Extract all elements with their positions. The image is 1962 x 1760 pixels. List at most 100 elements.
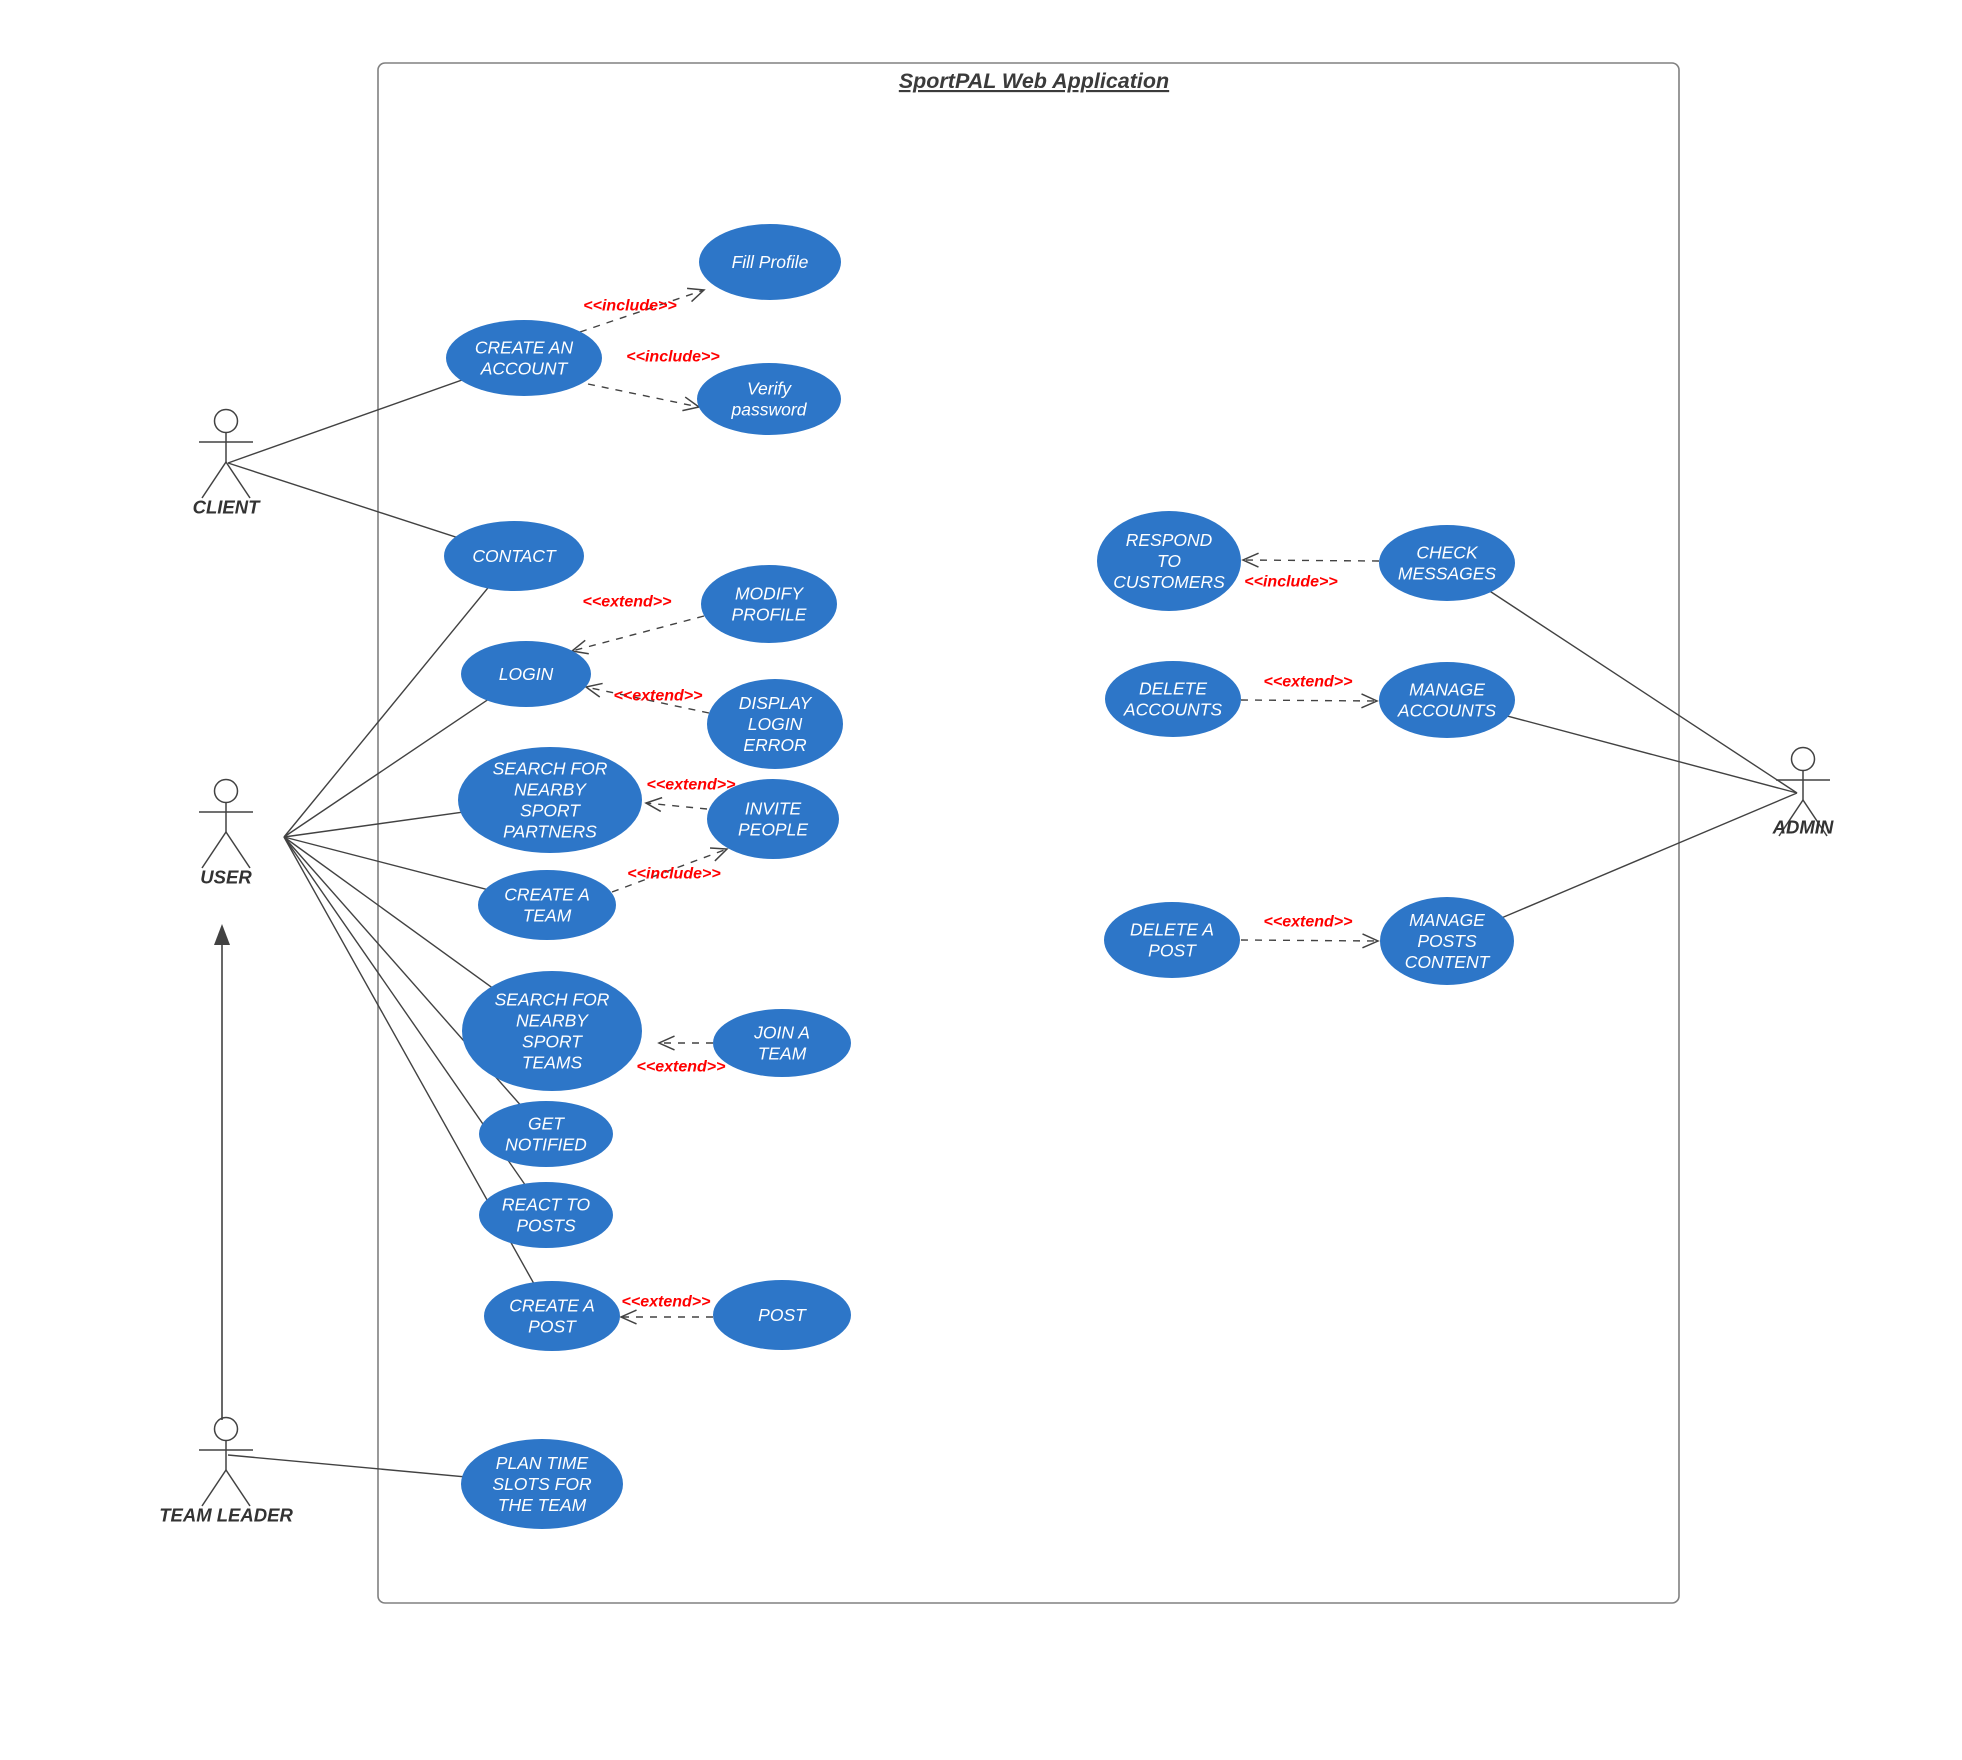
- usecase-ellipse[interactable]: [1097, 511, 1241, 611]
- actor-head-icon: [1790, 746, 1816, 772]
- usecase-ellipse[interactable]: [478, 870, 616, 940]
- generalization-arrow-team-leader-user[interactable]: [214, 924, 230, 1420]
- dependency-display-login-error-login[interactable]: <<extend>>: [584, 682, 710, 714]
- usecase-label: LOGIN: [499, 664, 554, 684]
- usecase-ellipse[interactable]: [479, 1101, 613, 1167]
- association-admin-manage-posts[interactable]: [1446, 792, 1798, 942]
- dependency-delete-post-manage-posts[interactable]: <<extend>>: [1240, 914, 1380, 949]
- usecase-ellipse[interactable]: [713, 1280, 851, 1350]
- association-user-login[interactable]: [283, 673, 527, 838]
- usecase-ellipse[interactable]: [1104, 902, 1240, 978]
- dependency-create-account-fill-profile[interactable]: <<include>>: [579, 287, 706, 333]
- dependency-invite-people-search-partners[interactable]: <<extend>>: [644, 777, 736, 813]
- usecase-login[interactable]: LOGIN: [461, 641, 591, 707]
- actor-label-team-leader: TEAM LEADER: [159, 1505, 293, 1526]
- usecase-ellipse[interactable]: [1105, 661, 1241, 737]
- actor-leg-icon: [225, 831, 251, 869]
- usecase-ellipse[interactable]: [462, 971, 642, 1091]
- usecase-ellipse[interactable]: [1379, 662, 1515, 738]
- dependency-dashed-line: [645, 802, 708, 810]
- usecase-ellipse[interactable]: [697, 363, 841, 435]
- usecase-ellipse[interactable]: [1380, 897, 1514, 985]
- usecase-ellipse[interactable]: [484, 1281, 620, 1351]
- usecase-ellipse[interactable]: [444, 521, 584, 591]
- usecase-ellipse[interactable]: [479, 1182, 613, 1248]
- usecase-ellipse[interactable]: [701, 565, 837, 643]
- actor-admin[interactable]: [1776, 746, 1830, 837]
- open-arrowhead-icon: [1241, 552, 1259, 568]
- stereotype-label: <<extend>>: [647, 777, 736, 794]
- usecase-post[interactable]: POST: [713, 1280, 851, 1350]
- usecase-ellipse[interactable]: [707, 779, 839, 859]
- usecase-fill-profile[interactable]: Fill Profile: [699, 224, 841, 300]
- actor-head-icon: [213, 408, 239, 434]
- dependency-delete-accounts-manage-accounts[interactable]: <<extend>>: [1240, 674, 1379, 709]
- dependency-check-messages-respond-customers[interactable]: <<include>>: [1241, 552, 1380, 591]
- usecase-ellipse[interactable]: [1379, 525, 1515, 601]
- usecase-ellipse[interactable]: [458, 747, 642, 853]
- dependency-dashed-line: [1240, 939, 1379, 942]
- actor-leg-icon: [225, 461, 251, 499]
- association-user-get-notified[interactable]: [283, 836, 547, 1135]
- stereotype-label: <<extend>>: [622, 1294, 711, 1311]
- generalization-arrowhead-icon: [214, 924, 230, 945]
- usecase-ellipse[interactable]: [461, 1439, 623, 1529]
- stereotype-label: <<extend>>: [583, 594, 672, 611]
- open-arrowhead-icon: [657, 1035, 675, 1051]
- stereotype-label: <<extend>>: [1264, 914, 1353, 931]
- actor-user[interactable]: [199, 778, 253, 869]
- usecase-ellipse[interactable]: [713, 1009, 851, 1077]
- usecase-contact[interactable]: CONTACT: [444, 521, 584, 591]
- dependency-dashed-line: [571, 615, 705, 652]
- actor-leg-icon: [1778, 799, 1804, 837]
- usecase-ellipse[interactable]: [461, 641, 591, 707]
- open-arrowhead-icon: [644, 796, 663, 813]
- open-arrowhead-icon: [584, 682, 603, 698]
- stereotype-label: <<extend>>: [1264, 674, 1353, 691]
- dependency-create-team-invite-people[interactable]: <<include>>: [611, 847, 729, 893]
- actor-team-leader[interactable]: [199, 1416, 253, 1507]
- usecase-ellipse[interactable]: [446, 320, 602, 396]
- dependency-post-create-post[interactable]: <<extend>>: [619, 1294, 713, 1325]
- actor-client[interactable]: [199, 408, 253, 499]
- association-user-contact[interactable]: [283, 555, 515, 838]
- usecase-ellipse[interactable]: [699, 224, 841, 300]
- usecase-ellipse[interactable]: [707, 679, 843, 769]
- association-admin-check-messages[interactable]: [1446, 562, 1798, 794]
- dependency-dashed-line: [585, 686, 710, 714]
- actor-leg-icon: [201, 831, 227, 869]
- actor-leg-icon: [1802, 799, 1828, 837]
- dependency-dashed-line: [611, 848, 728, 893]
- dependency-join-team-search-teams[interactable]: <<extend>>: [637, 1035, 726, 1076]
